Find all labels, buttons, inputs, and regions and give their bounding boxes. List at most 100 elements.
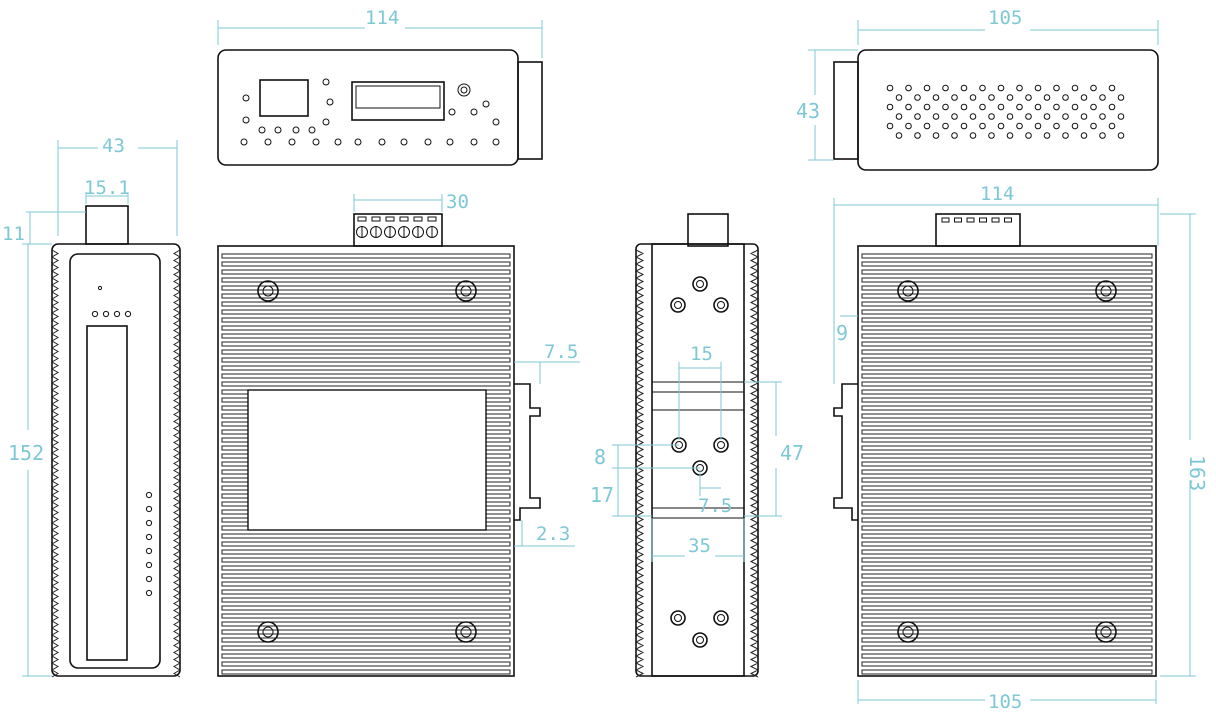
vent-hole [1034, 103, 1042, 111]
port-led [145, 519, 153, 527]
din-clip-rear [514, 383, 541, 521]
front-port-leds [145, 491, 153, 597]
led-indicator [102, 310, 110, 318]
cooling-fin [861, 397, 1153, 403]
cooling-fin [861, 581, 1153, 587]
cooling-fin [861, 325, 1153, 331]
cooling-fin [861, 613, 1153, 619]
vent-holes-top [240, 78, 500, 146]
vent-hole [914, 132, 921, 139]
dim-label-side-height: 43 [796, 99, 820, 123]
vent-hole [1099, 113, 1106, 120]
vent-hole [1062, 113, 1069, 120]
port-led [145, 561, 153, 569]
dim-label-din-rail-height: 47 [780, 441, 804, 465]
vent-hole [1043, 132, 1051, 139]
vent-hole [446, 138, 454, 146]
cooling-fin [861, 421, 1153, 427]
cooling-fin [221, 533, 511, 539]
vent-hole [492, 138, 500, 146]
vent-hole [905, 84, 912, 92]
vent-hole [979, 122, 986, 130]
vent-hole [923, 103, 931, 111]
vent-hole [1043, 113, 1051, 120]
mounting-screw [897, 621, 919, 643]
vent-hole [895, 113, 903, 120]
vent-hole [448, 108, 456, 116]
cooling-fin [221, 541, 511, 547]
front-fins [51, 249, 181, 678]
vent-hole [1062, 132, 1069, 139]
vent-hole [997, 84, 1005, 92]
cooling-fin [221, 621, 511, 627]
mounting-screw [257, 280, 279, 302]
cooling-fin [861, 645, 1153, 651]
din-screw [670, 297, 686, 313]
dim-din-hole-offset: 7.5 [698, 470, 732, 517]
terminal-screw [426, 226, 438, 238]
vent-hole [969, 132, 977, 139]
dim-din-hole-spacing: 15 [678, 343, 722, 440]
right-serration [173, 249, 181, 678]
vent-hole [258, 126, 266, 134]
dim-label-back-height: 163 [1185, 455, 1209, 491]
vent-hole [1043, 94, 1051, 101]
vent-hole [905, 122, 912, 130]
cooling-fin [861, 669, 1153, 675]
vent-hole [942, 122, 949, 130]
cooling-fin [861, 557, 1153, 563]
terminal-slot [979, 217, 987, 223]
cooling-fin [861, 485, 1153, 491]
cooling-fin [221, 317, 511, 323]
cooling-fin [221, 373, 511, 379]
cooling-fin [861, 389, 1153, 395]
cooling-fin [861, 301, 1153, 307]
din-screw [713, 437, 729, 453]
vent-hole [240, 138, 248, 146]
dim-top-width: 114 [217, 7, 543, 58]
vent-hole [326, 98, 334, 106]
cooling-fin [861, 405, 1153, 411]
cooling-fin [861, 605, 1153, 611]
vent-hole [1090, 122, 1097, 130]
dim-label-side-width: 105 [988, 7, 1022, 29]
left-serration [634, 249, 645, 678]
terminal-slot [991, 217, 1000, 223]
cooling-fin [861, 349, 1153, 355]
cooling-fin [221, 669, 511, 675]
vent-hole [988, 94, 995, 101]
vent-hole [1053, 122, 1060, 130]
cooling-fin [861, 413, 1153, 419]
cooling-fin [861, 365, 1153, 371]
vent-hole [1090, 103, 1097, 111]
dim-din-offset: 7.5 [514, 341, 580, 384]
cooling-fin [221, 269, 511, 275]
vent-hole [1006, 132, 1014, 139]
vent-hole [951, 113, 958, 120]
vent-hole [1016, 103, 1023, 111]
vent-hole [997, 103, 1005, 111]
cooling-fin [221, 613, 511, 619]
din-screws [670, 276, 729, 648]
mounting-screw [1095, 621, 1117, 643]
vent-hole [951, 132, 958, 139]
terminal-screw [398, 226, 410, 238]
vent-hole [942, 84, 949, 92]
dim-label-back-bottom: 105 [988, 691, 1022, 713]
cooling-fin [221, 605, 511, 611]
vent-hole [1117, 132, 1125, 139]
cooling-fin [221, 349, 511, 355]
dim-side-width: 105 [857, 7, 1159, 45]
cooling-fin [861, 549, 1153, 555]
dim-din-gap: 2.3 [514, 520, 575, 547]
cooling-fin [861, 637, 1153, 643]
din-clip-back [833, 383, 858, 521]
dim-din-rail-width: 35 [651, 518, 745, 562]
cooling-fin [221, 661, 511, 667]
cooling-fin [221, 325, 511, 331]
mounting-screw [455, 621, 477, 643]
cooling-fin [861, 381, 1153, 387]
left-serration [51, 249, 59, 678]
cooling-fin [861, 445, 1153, 451]
